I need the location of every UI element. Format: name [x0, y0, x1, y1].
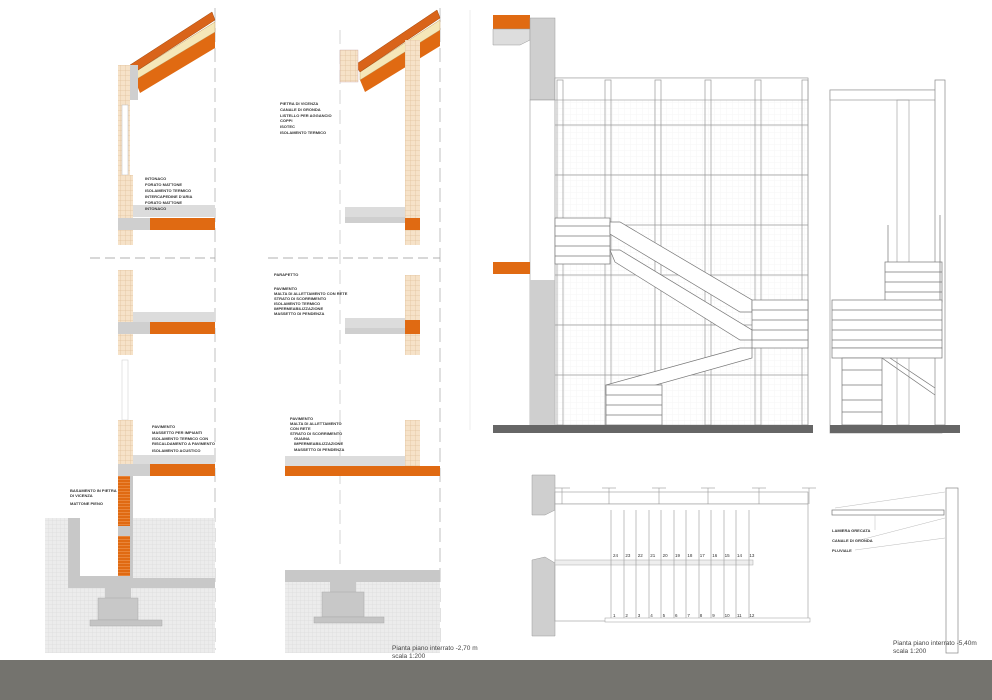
caption-scale: scala 1:200: [392, 653, 426, 660]
footer-band: [0, 660, 992, 700]
step-number: 19: [675, 553, 681, 558]
architectural-drawing: INTONACO FORATO MATTONE ISOLAMENTO TERMI…: [45, 8, 977, 660]
caption-title: Pianta piano interrato -2,70 m: [392, 645, 478, 652]
caption-title: Pianta piano interrato -5,40m: [893, 640, 977, 647]
ground-label: IMPERMEABILIZZAZIONE: [294, 441, 343, 446]
floor-label: MALTA DI ALLETTAMENTO CON RETE: [274, 291, 348, 296]
floor-label: IMPERMEABILIZZAZIONE: [274, 306, 323, 311]
step-number: 12: [749, 613, 755, 618]
step-number: 5: [663, 613, 666, 618]
canopy-label: PLUVIALE: [832, 548, 852, 553]
roof-label: ISOTEC: [280, 124, 295, 129]
step-number: 15: [725, 553, 731, 558]
floor-label: MASSETTO PER IMPIANTI: [152, 430, 202, 435]
step-number: 9: [712, 613, 715, 618]
step-number: 1: [613, 613, 616, 618]
floor-label: ISOLAMENTO ACUSTICO: [152, 448, 200, 453]
step-number: 20: [663, 553, 669, 558]
wall-section-right: PIETRA DI VICENZA CANALE DI GRONDA LISTE…: [268, 8, 478, 660]
step-number: 21: [650, 553, 656, 558]
step-number: 23: [625, 553, 631, 558]
canopy-label: CANALE DI GRONDA: [832, 538, 873, 543]
step-number: 6: [675, 613, 678, 618]
ground-label: MALTA DI ALLETTAMENTO: [290, 421, 342, 426]
step-number: 22: [638, 553, 644, 558]
drawing-sheet: INTONACO FORATO MATTONE ISOLAMENTO TERMI…: [45, 8, 977, 660]
wall-label: FORATO MATTONE: [145, 182, 182, 187]
stair-elevation: [469, 10, 813, 433]
floor-label: MASSETTO DI PENDENZA: [274, 311, 324, 316]
ground-label: STRATO DI SCORRIMENTO: [290, 431, 342, 436]
floor-label: PAVIMENTO: [152, 424, 175, 429]
canopy-detail: LAMIERA GRECATA CANALE DI GRONDA PLUVIAL…: [831, 487, 977, 655]
step-number: 16: [712, 553, 718, 558]
floor-label: ISOLAMENTO TERMICO CON: [152, 436, 208, 441]
ground-label: MASSETTO DI PENDENZA: [294, 447, 344, 452]
floor-label: RISCALDAMENTO A PAVIMENTO: [152, 441, 215, 446]
roof-label: PIETRA DI VICENZA: [280, 101, 318, 106]
base-label: MATTONE PIENO: [70, 501, 103, 506]
ground-label: PAVIMENTO: [290, 416, 313, 421]
side-elevation: [829, 79, 960, 434]
roof-label: LISTELLO PER AGGANCIO: [280, 113, 332, 118]
base-label: BASAMENTO IN PIETRA: [70, 488, 117, 493]
wall-label: INTONACO: [145, 206, 166, 211]
roof-label: ISOLAMENTO TERMICO: [280, 130, 326, 135]
wall-label: INTERCAPEDINE D'ARIA: [145, 194, 193, 199]
step-number: 18: [687, 553, 693, 558]
step-number: 10: [725, 613, 731, 618]
canopy-label: LAMIERA GRECATA: [832, 528, 870, 533]
step-number: 3: [638, 613, 641, 618]
base-label: DI VICENZA: [70, 493, 93, 498]
step-number: 8: [700, 613, 703, 618]
floor-label: STRATO DI SCORRIMENTO: [274, 296, 326, 301]
caption-scale: scala 1:200: [893, 648, 927, 655]
roof-label: COPPI: [280, 118, 292, 123]
floor-label: PAVIMENTO: [274, 286, 297, 291]
wall-label: ISOLAMENTO TERMICO: [145, 188, 191, 193]
step-number: 13: [749, 553, 755, 558]
step-number: 4: [650, 613, 653, 618]
parapet-label: PARAPETTO: [274, 272, 298, 277]
wall-label: INTONACO: [145, 176, 166, 181]
wall-label: FORATO MATTONE: [145, 200, 182, 205]
step-number: 2: [625, 613, 628, 618]
wall-section-left: INTONACO FORATO MATTONE ISOLAMENTO TERMI…: [45, 8, 216, 653]
ground-label: CON RETE: [290, 426, 311, 431]
roof-label: CANALE DI GRONDA: [280, 107, 321, 112]
step-number: 7: [687, 613, 690, 618]
floor-label: ISOLAMENTO TERMICO: [274, 301, 320, 306]
step-number: 14: [737, 553, 743, 558]
step-number: 24: [613, 553, 619, 558]
ground-label: GUAINA: [294, 436, 310, 441]
step-number: 17: [700, 553, 706, 558]
step-number: 11: [737, 613, 742, 618]
